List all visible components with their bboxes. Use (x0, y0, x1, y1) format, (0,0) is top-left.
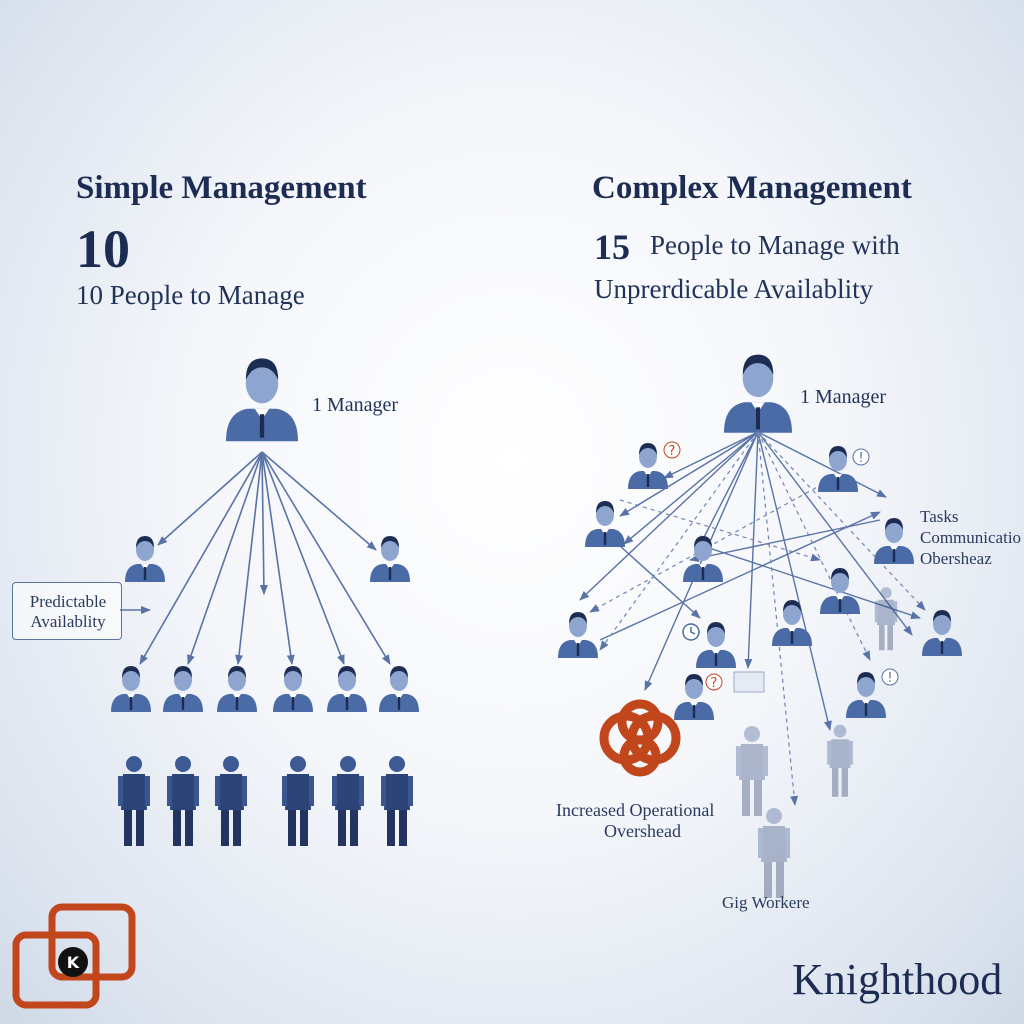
side-label-tasks: Tasks (920, 507, 959, 526)
left-arrows (120, 451, 391, 665)
left-title: Simple Management (76, 170, 367, 206)
right-subtitle-line1: People to Manage with (650, 230, 900, 260)
overhead-line1: Increased Operational (556, 800, 715, 820)
exclaim-mark-2: ! (887, 671, 892, 686)
right-title: Complex Management (592, 170, 912, 206)
right-arrows-solid (579, 431, 921, 731)
question-badges: ? ? ! ! (663, 441, 899, 691)
left-manager-icon (226, 358, 298, 442)
right-number: 15 (594, 227, 630, 267)
brand-logo-letter: K (67, 953, 80, 972)
question-mark-1: ? (669, 444, 676, 459)
clock-icon (682, 623, 700, 641)
right-manager-icon (724, 354, 792, 433)
side-label-communication: Communicatio (920, 528, 1022, 547)
predictable-callout-text: Predictable Availablity (29, 592, 107, 631)
tangled-overhead-icon (599, 699, 681, 777)
predictable-callout (12, 582, 122, 640)
gig-worker-figures (736, 587, 898, 898)
laptop-icon (733, 671, 765, 693)
left-people-row-2 (111, 666, 419, 712)
gig-worker-label: Gig Workere (722, 893, 810, 912)
left-big-number: 10 (76, 219, 130, 279)
exclaim-mark-1: ! (858, 451, 863, 466)
right-subtitle-line2: Unprerdicable Availablity (594, 274, 874, 304)
overhead-line2: Overshead (604, 821, 681, 841)
right-manager-label: 1 Manager (800, 386, 887, 408)
side-label-overhead: Obersheaz (920, 549, 992, 568)
brand-logo-icon: K (12, 903, 136, 1009)
left-manager-label: 1 Manager (312, 394, 399, 416)
brand-name: Knighthood (792, 955, 1003, 1004)
left-workers-row (118, 756, 413, 846)
question-mark-2: ? (711, 676, 718, 691)
left-subtitle: 10 People to Manage (76, 280, 305, 310)
